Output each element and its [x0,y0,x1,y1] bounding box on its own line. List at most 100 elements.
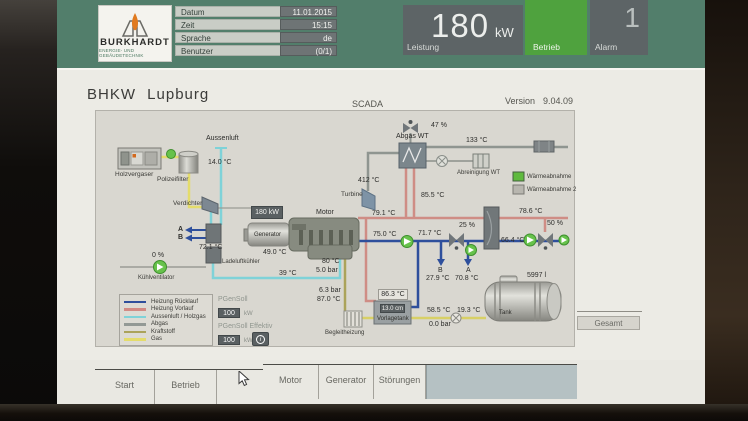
temp-664: 66.4 °C [501,237,525,244]
nav-tab-motor[interactable]: Motor [263,365,319,399]
info-row-benutzer: Benutzer (0/1) [175,45,337,56]
vorlauf-pipes [358,168,568,303]
info-row-datum: Datum 11.01.2015 [175,6,337,17]
legend-item: Abgas [124,321,210,329]
label-ladeluftkuehler: Ladeluftkühler [222,259,260,265]
motor-icon[interactable] [288,217,360,260]
nav-tab-start[interactable]: Start [95,370,155,404]
temp-863: 86.3 °C [378,289,408,300]
info-value-benutzer[interactable]: (0/1) [280,45,337,56]
power-panel: 180 kW Leistung [403,5,523,55]
holzvergaser-status-indicator [166,149,176,159]
info-icon: i [256,334,265,344]
power-unit: kW [495,25,514,40]
label-holzvergaser: Holzvergaser [115,171,154,178]
pipe-legend: Heizung Rücklauf Heizung Vorlauf Aussenl… [119,294,213,346]
polizeifilter-icon[interactable] [178,150,199,174]
label-waermeabnahme1: Wärmeabnahme [527,174,572,180]
info-value-datum[interactable]: 11.01.2015 [280,6,337,17]
logo-brand: BURKHARDT [100,37,170,48]
temp-193: 19.3 °C [457,307,481,314]
abgas-bypass-valve-icon[interactable] [403,120,418,133]
generator-icon[interactable] [243,222,290,247]
air-pipes [209,147,342,280]
power-value: 180 [431,7,490,44]
legend-item: Heizung Rücklauf [124,298,210,306]
monitor-bezel-bottom [0,404,748,421]
pgensoll-unit: kW [244,311,253,317]
turbine-icon[interactable] [361,188,376,211]
ladeluftkuehler-icon[interactable] [205,223,222,264]
tank-icon[interactable] [484,275,562,322]
label-vorlagetank: Vorlagetank [377,316,409,322]
label-abreinigung-wt: Abreinigung WT [457,170,501,176]
info-value-sprache[interactable]: de [280,32,337,43]
pgensoll-eff-unit: kW [244,338,253,344]
legend-swatch-abgas [124,323,146,326]
pump-icon[interactable] [523,233,537,247]
pump-icon[interactable] [465,244,477,256]
abreinigung-wt-icon[interactable] [472,153,490,169]
legend-swatch-kraftstoff [124,330,146,333]
pump-icon[interactable] [558,234,570,246]
burkhardt-logo: BURKHARDT ENERGIE- UND GEBÄUDETECHNIK [98,5,172,62]
pgensoll-eff-label: PGenSoll Effektiv [218,323,273,330]
label-abgas-wt: Abgas WT [396,133,429,140]
nav-group-right: Motor Generator Störungen [263,364,577,399]
temp-791: 79.1 °C [372,210,396,217]
info-label: Sprache [175,32,280,43]
valve-50-icon[interactable] [538,233,553,250]
nav-tab-stoerungen[interactable]: Störungen [374,365,426,399]
temp-870: 87.0 °C [317,296,341,303]
legend-swatch-ruecklauf [124,300,146,303]
pgensoll-input[interactable]: 100 [218,308,240,318]
label-tank: Tank [499,310,512,316]
logo-tagline: ENERGIE- UND GEBÄUDETECHNIK [99,48,144,58]
legend-item: Heizung Vorlauf [124,306,210,314]
gesamt-button[interactable]: Gesamt [577,316,640,330]
info-value-zeit[interactable]: 15:15 [280,19,337,30]
silencer-icon [533,140,555,153]
status-panel: Betrieb [525,0,587,55]
alarm-panel[interactable]: 1 Alarm [590,0,648,55]
piping-diagram [117,120,570,328]
nav-filler [426,365,577,399]
info-label: Benutzer [175,45,280,56]
label-motor: Motor [316,209,334,216]
label-ladeluft-b: B [178,234,184,241]
label-begleitheizung: Begleitheizung [325,330,365,336]
temp-aussenluft: 14.0 °C [208,159,232,166]
vorlagetank-level-display: 13.0 cm [380,304,405,313]
temp-ladeluft: 72.1 °C [199,244,223,251]
version-value: 9.04.09 [543,96,574,106]
page-title: BHKW Lupburg [87,86,210,103]
temp-80: 80 °C [322,258,340,265]
alarm-label: Alarm [595,42,618,52]
kuehlventilator-icon[interactable] [153,260,167,274]
value-valve50: 50 % [547,220,563,227]
scada-diagram-panel: Aussenluft 14.0 °C Holzvergaser Polizeif… [95,110,576,347]
waermeabnahme1-box [512,171,525,182]
verdichter-icon[interactable] [201,196,219,215]
abgas-wt-icon[interactable] [398,142,427,169]
nav-tab-betrieb[interactable]: Betrieb [155,370,217,404]
info-button[interactable]: i [252,332,269,346]
holzvergaser-icon[interactable] [117,147,162,170]
label-generator: Generator [254,232,282,238]
temp-855: 85.5 °C [421,192,445,199]
info-row-sprache: Sprache de [175,32,337,43]
monitor-bezel-right [705,0,748,421]
valve-25-icon[interactable] [449,233,464,250]
heat-exchanger-icon[interactable] [483,206,500,250]
pump-icon[interactable] [400,235,414,248]
value-bypass-valve: 47 % [431,122,447,129]
abreinigung-fan-icon [436,155,448,167]
temp-port-a: 70.8 °C [455,275,479,282]
nav-tab-generator[interactable]: Generator [319,365,374,399]
legend-item: Kraftstoff [124,328,210,336]
value-fan: 0 % [152,252,165,259]
legend-swatch-gas [124,338,146,341]
legend-item: Gas [124,336,210,344]
mouse-cursor [238,371,250,387]
label-polizeifilter: Polizeifilter [157,176,189,183]
